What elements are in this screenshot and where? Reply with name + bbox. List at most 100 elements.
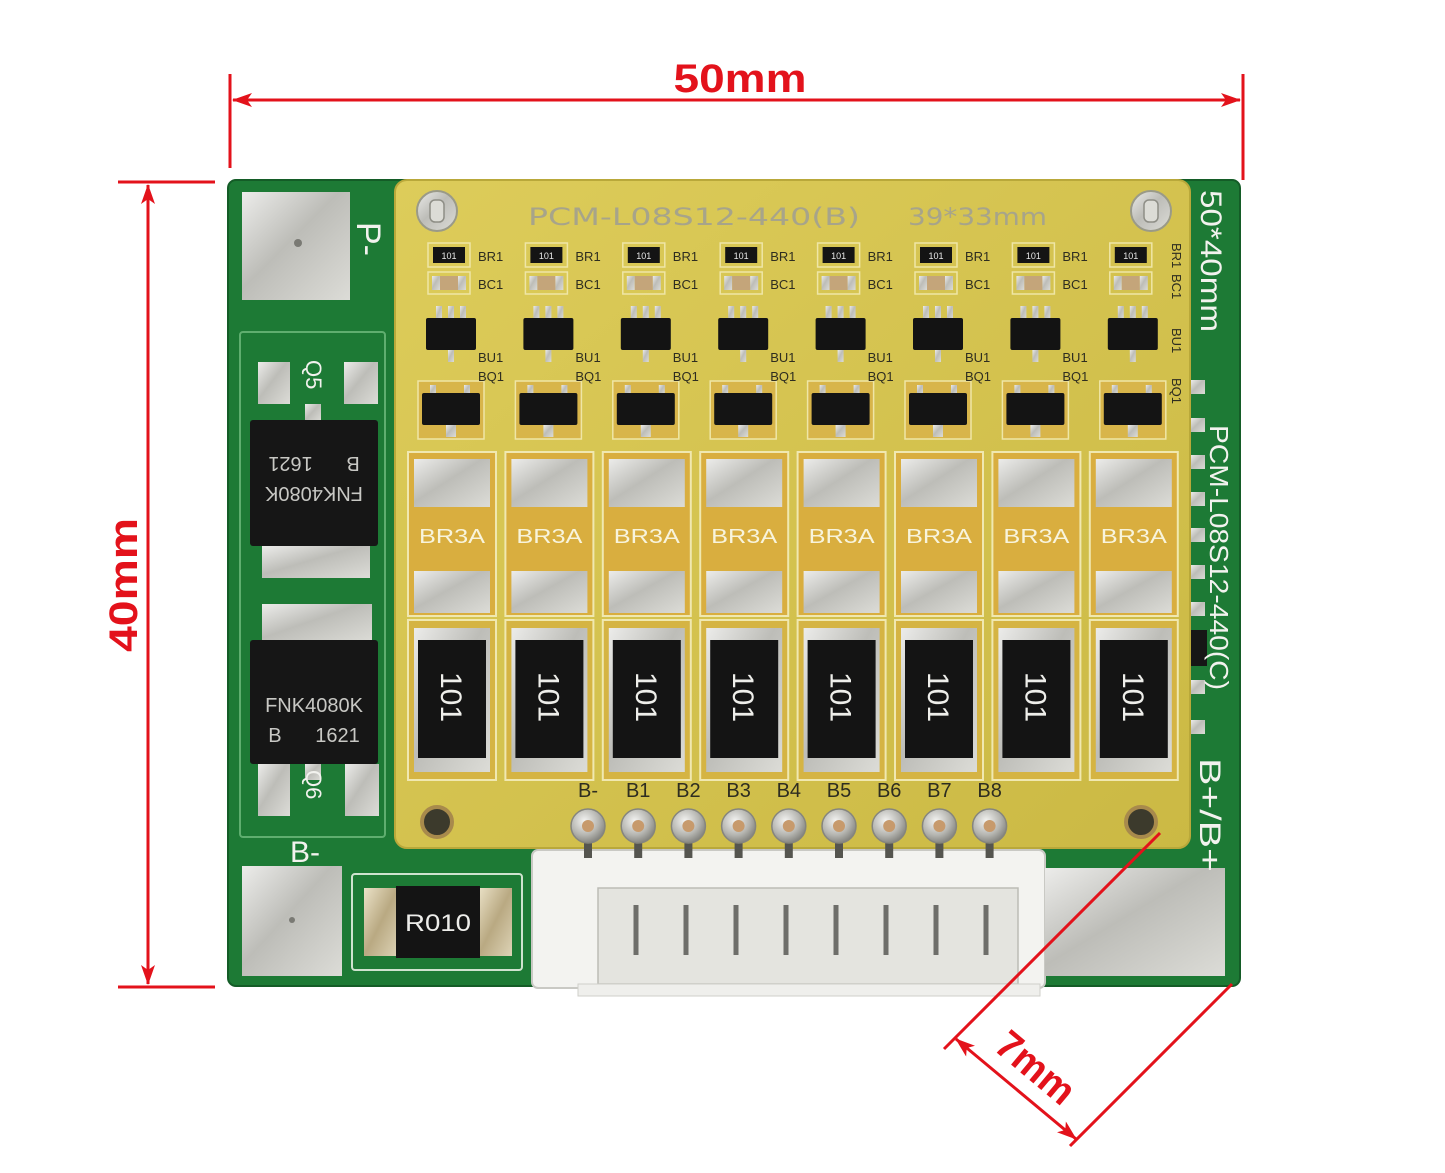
fuse-pad-top [1095, 459, 1172, 507]
transistor-lead [756, 385, 763, 395]
pin-lead [634, 836, 643, 858]
protection-ic [718, 318, 769, 350]
q5-tab [262, 546, 370, 578]
component-ref-label: BR1 [1169, 243, 1184, 268]
component-ref-label: BR1 [673, 249, 698, 264]
fuse-pad-label: BR3A [906, 526, 973, 548]
balance-transistor [1006, 393, 1065, 425]
transistor-lead [446, 425, 456, 437]
transistor-lead [951, 385, 957, 395]
component-ref-label: BQ1 [1062, 369, 1088, 384]
capacitor-end [945, 276, 953, 290]
capacitor-end [432, 276, 440, 290]
edge-pad [1191, 455, 1205, 469]
capacitor [927, 276, 945, 290]
capacitor-outline [914, 271, 958, 295]
q5-body [250, 420, 378, 546]
edge-pad [1191, 720, 1205, 734]
ic-lead [642, 306, 649, 320]
mount-screw-top-right [1130, 190, 1172, 232]
tiny-resistor-outline [1011, 242, 1056, 268]
capacitor [440, 276, 458, 290]
q5-lead-right [344, 362, 378, 404]
pin-tip [582, 820, 594, 832]
balance-transistor [422, 393, 480, 425]
pin-tip [833, 820, 845, 832]
pin-lead [684, 836, 693, 858]
bleed-resistor [1099, 640, 1168, 758]
component-ref-label: BR1 [868, 249, 893, 264]
fuse-pad-label: BR3A [516, 526, 583, 548]
bleed-resistor-marking: 101 [1116, 672, 1149, 722]
balance-pin-1: B1 [620, 780, 656, 858]
ic-lead [752, 306, 759, 320]
tiny-resistor [920, 247, 952, 263]
balance-transistor [811, 393, 870, 425]
transistor-lead [464, 385, 470, 395]
capacitor-end [529, 276, 538, 290]
component-ref-label: BC1 [868, 277, 893, 292]
component-ref-label: BC1 [1062, 277, 1087, 292]
q5-ref: Q5 [301, 360, 326, 389]
pin-label: B1 [626, 780, 650, 802]
transistor-lead [738, 425, 749, 437]
edge-pad [1191, 602, 1205, 616]
fuse-pad-bottom [414, 571, 490, 613]
component-ref-label: BR1 [1062, 249, 1087, 264]
ic-lead [436, 306, 442, 320]
capacitor-end [1016, 276, 1025, 290]
q6-lead-center [305, 764, 321, 780]
balance-pin-0: B- [570, 780, 606, 858]
bleed-resistor-marking: 101 [434, 672, 467, 722]
edge-pad [1191, 418, 1205, 432]
bleed-resistor-marking: 101 [531, 672, 564, 722]
b-plus-marking: B+/B+ [1193, 758, 1226, 872]
component-ref-label: BU1 [868, 350, 893, 365]
bleed-resistor [418, 640, 486, 758]
transistor-lead [853, 385, 860, 395]
balance-pin-2: B2 [670, 780, 707, 858]
transistor-lead [933, 425, 943, 437]
capacitor-end [652, 276, 661, 290]
component-ref-label: BU1 [478, 350, 503, 365]
pin-label: B5 [827, 780, 851, 802]
capacitor-end [458, 276, 466, 290]
bleed-resistor-marking: 101 [1018, 672, 1051, 722]
fuse-pad-bottom [706, 571, 783, 613]
component-ref-label: BR1 [965, 249, 990, 264]
transistor-lead [917, 385, 923, 395]
ic-lead [557, 306, 564, 320]
offset-arrow [955, 1037, 1077, 1141]
bleed-resistor-marking: 101 [629, 672, 662, 722]
balance-transistor [909, 393, 967, 425]
ic-lead [740, 306, 747, 320]
protection-ic [1010, 318, 1061, 350]
edge-pad [1191, 565, 1205, 579]
fuse-pad-label: BR3A [711, 526, 778, 548]
bleed-resistor [905, 640, 973, 758]
tiny-resistor-outline [524, 242, 569, 268]
pin-lead [835, 836, 843, 858]
fuse-pad-label: BR3A [1101, 526, 1168, 548]
protection-ic [913, 318, 963, 350]
b-minus-marking: B- [290, 836, 320, 869]
capacitor-outline [524, 271, 569, 295]
balance-pin-6: B6 [871, 780, 907, 858]
protection-ic [1107, 318, 1158, 350]
fuse-pad-bottom [901, 571, 977, 613]
q5-lead-center [305, 404, 321, 422]
pin-lead [784, 836, 793, 858]
edge-pad [1191, 528, 1205, 542]
pin-tip [732, 820, 745, 832]
component-ref-label: BQ1 [770, 369, 796, 384]
tiny-resistor-marking: 101 [441, 251, 456, 261]
mount-hole-bottom-left [420, 805, 454, 839]
balance-pin-5: B5 [821, 780, 857, 858]
ic-lead [448, 306, 454, 320]
fuse-pad-top [998, 459, 1075, 507]
ic-lead [533, 306, 540, 320]
